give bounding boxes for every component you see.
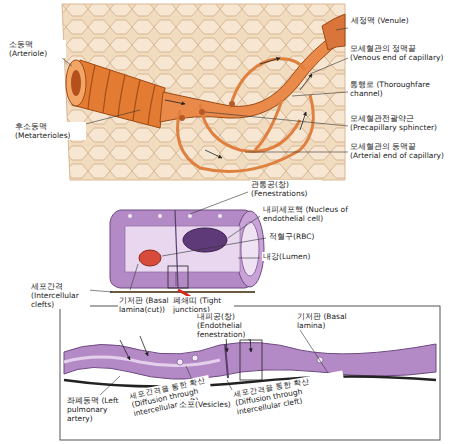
part-label: 내피공(창) (Endothelial fenestration) <box>196 312 268 339</box>
part-label: 기저판 (Basal lamina(cut)) <box>118 296 180 314</box>
part-label: 세포간격 (Intercellular clefts) <box>30 282 90 309</box>
part-label: 모세혈관의 동맥끝 (Arterial end of capillary) <box>349 142 446 160</box>
part-label: 후소동맥 (Metarterioles) <box>14 122 86 140</box>
part-label: 적혈구(RBC) <box>268 232 340 241</box>
part-label: 모세혈관의 정맥끝 (Venous end of capillary) <box>349 44 446 62</box>
part-label: 모세혈관전괄약근 (Precapillary sphincter) <box>349 114 446 132</box>
part-label: 기저판 (Basal lamina) <box>296 312 358 330</box>
part-label: 소동맥 (Arteriole) <box>8 40 66 58</box>
part-label: 통행로 (Thoroughfare channel) <box>349 80 446 98</box>
part-label: 내피세포핵 (Nucleus of endothelial cell) <box>262 205 364 223</box>
part-label: 세정맥 (Venule) <box>350 16 442 25</box>
part-label: 관통공(창) (Fenestrations) <box>250 180 322 198</box>
part-label: 내강(Lumen) <box>262 252 334 261</box>
part-label: 소포(Vesicles) <box>178 400 240 409</box>
part-label: 좌폐동맥 (Left pulmonary artery) <box>66 396 130 423</box>
